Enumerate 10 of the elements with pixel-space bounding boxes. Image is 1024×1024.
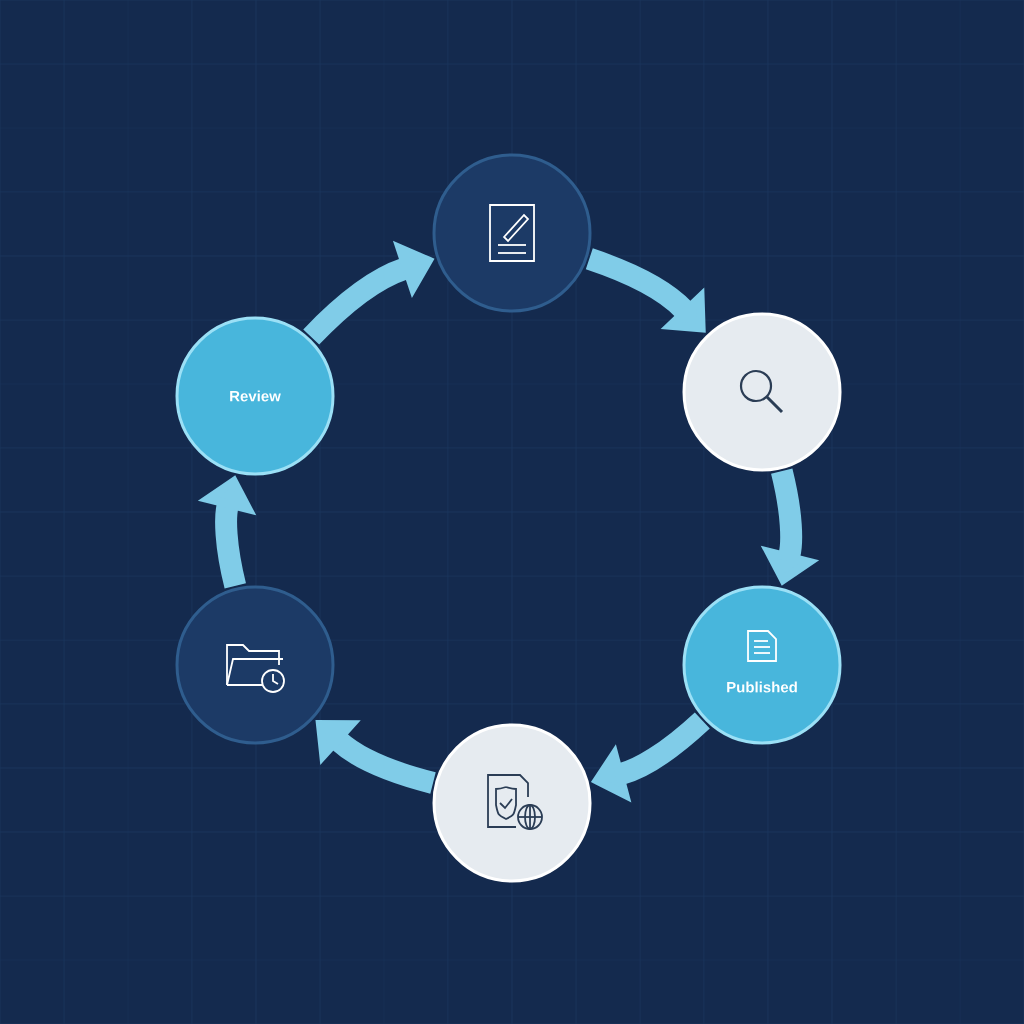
arrow xyxy=(315,719,436,794)
step-circle xyxy=(432,153,592,313)
step-circle xyxy=(175,316,335,476)
step-label: Published xyxy=(727,681,797,693)
arrow xyxy=(585,248,706,333)
step-circle xyxy=(682,585,842,745)
step-circle xyxy=(682,312,842,472)
step-label: Review xyxy=(230,390,281,402)
step-circle xyxy=(175,585,335,745)
step-circle xyxy=(432,723,592,883)
